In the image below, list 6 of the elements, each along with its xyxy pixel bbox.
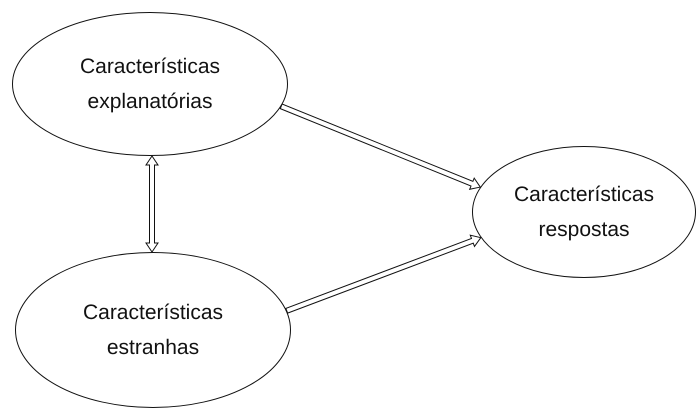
node-label: Características respostas — [512, 182, 656, 243]
double-arrow — [145, 155, 159, 253]
node-label: Características estranhas — [82, 300, 224, 361]
arrow — [280, 103, 482, 190]
node-label: Características explanatórias — [78, 54, 222, 115]
arrow — [285, 234, 482, 314]
